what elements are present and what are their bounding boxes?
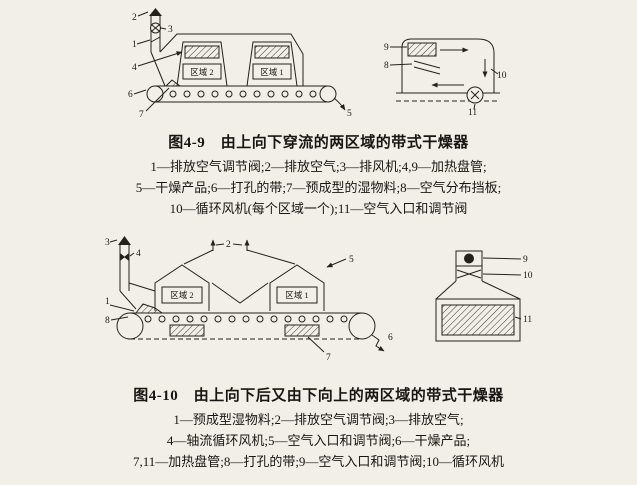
- circulating-fan: [455, 266, 482, 281]
- fig4-9-zone-section-diagram: 9 8 10 11: [384, 38, 507, 116]
- leader-lines: [482, 257, 521, 320]
- fig4-9-main-diagram: 区域 2 区域 1: [128, 8, 352, 120]
- figure-caption: 图4-9 由上向下穿流的两区域的带式干燥器: [168, 135, 469, 151]
- legend-line: 10—循环风机(每个区域一个);11—空气入口和调节阀: [169, 201, 468, 216]
- air-distribution-baffle: [413, 60, 441, 75]
- heating-coil-zone1: [284, 324, 319, 337]
- leader-lines: [109, 239, 346, 353]
- part-label-9: 9: [523, 255, 528, 265]
- leader-lines: [389, 46, 499, 110]
- part-label-11: 11: [468, 108, 477, 116]
- circulation-arrows: [431, 47, 488, 88]
- part-label-3: 3: [105, 238, 110, 248]
- zone-label: 区域 1: [285, 290, 308, 300]
- fan-motor: [455, 250, 482, 267]
- part-label-6: 6: [128, 90, 133, 100]
- belt-conveyor: [146, 79, 337, 103]
- part-label-8: 8: [105, 316, 110, 326]
- drying-hoods: [150, 33, 304, 87]
- damper-icon: [150, 36, 161, 43]
- legend-line: 5—干燥产品;6—打孔的带;7—预成型的湿物料;8—空气分布挡板;: [135, 180, 502, 195]
- belt-conveyor: [116, 303, 384, 352]
- heating-coil-zone2: [169, 324, 204, 337]
- legend-line: 1—排放空气调节阀;2—排放空气;3—排风机;4,9—加热盘管;: [150, 159, 487, 174]
- part-label-4: 4: [136, 249, 141, 259]
- product-discharge-arrow: [371, 334, 384, 352]
- figure-caption: 图4-10 由上向下后又由下向上的两区域的带式干燥器: [133, 388, 504, 404]
- exhaust-stack: [117, 236, 155, 310]
- part-label-1: 1: [105, 297, 110, 307]
- part-label-8: 8: [384, 61, 389, 71]
- part-label-7: 7: [139, 110, 144, 120]
- legend-line: 1—预成型湿物料;2—排放空气调节阀;3—排放空气;: [173, 412, 464, 427]
- part-label-10: 10: [497, 71, 507, 81]
- part-label-6: 6: [388, 333, 393, 343]
- figure-4-10: 区域 2 区域 1: [0, 233, 637, 472]
- motor-icon: [463, 253, 474, 264]
- heating-coil-zone2: [184, 45, 220, 59]
- part-label-2: 2: [226, 240, 231, 250]
- part-label-2: 2: [132, 13, 137, 23]
- heating-coil: [407, 42, 437, 57]
- center-duct: [211, 282, 268, 304]
- legend-line: 4—轴流循环风机;5—空气入口和调节阀;6—干燥产品;: [166, 433, 471, 448]
- leader-lines: [133, 11, 346, 112]
- fig4-9-diagrams: 区域 2 区域 1: [0, 6, 637, 121]
- part-label-1: 1: [132, 40, 137, 50]
- zone-housing: [401, 38, 495, 93]
- belt-section: [396, 92, 500, 102]
- zone-label: 区域 2: [170, 290, 193, 300]
- zone-label: 区域 2: [190, 67, 213, 77]
- legend-line: 7,11—加热盘管;8—打孔的带;9—空气入口和调节阀;10—循环风机: [132, 454, 505, 469]
- inlet-valve-icon: [466, 86, 484, 104]
- drying-hoods: [154, 239, 324, 311]
- part-label-10: 10: [523, 271, 533, 281]
- product-discharge-arrow: [333, 97, 346, 111]
- fig4-10-recirculation-unit-diagram: 9 10 11: [435, 250, 533, 342]
- figure-4-9: 区域 2 区域 1: [0, 6, 637, 219]
- up-arrow-icon: [117, 236, 131, 245]
- exhaust-stack: [149, 8, 162, 52]
- heating-coil: [441, 304, 514, 336]
- part-label-11: 11: [523, 315, 532, 325]
- axial-fan-icon: [119, 253, 125, 261]
- part-label-5: 5: [349, 255, 354, 265]
- heating-coil-zone1: [254, 45, 290, 59]
- fig4-10-main-diagram: 区域 2 区域 1: [105, 236, 393, 363]
- part-label-3: 3: [168, 25, 173, 35]
- part-label-5: 5: [347, 109, 352, 119]
- fig4-10-diagrams: 区域 2 区域 1: [0, 233, 637, 368]
- figure-legend: 1—排放空气调节阀;2—排放空气;3—排风机;4,9—加热盘管; 5—干燥产品;…: [0, 156, 637, 219]
- up-arrow-icon: [149, 8, 162, 16]
- part-label-7: 7: [326, 353, 331, 363]
- part-label-9: 9: [384, 43, 389, 53]
- part-label-4: 4: [132, 63, 137, 73]
- zone-label: 区域 1: [260, 67, 283, 77]
- wet-material-pile: [164, 79, 182, 87]
- figure-legend: 1—预成型湿物料;2—排放空气调节阀;3—排放空气; 4—轴流循环风机;5—空气…: [0, 409, 637, 472]
- plenum-housing: [435, 280, 520, 342]
- wet-material-pile: [134, 303, 164, 314]
